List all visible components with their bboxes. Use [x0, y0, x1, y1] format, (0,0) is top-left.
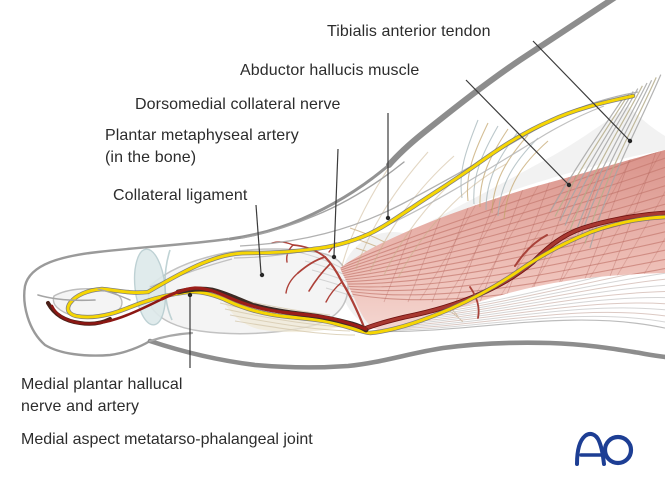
leader-tibialis	[532, 40, 630, 141]
label-dorsomedial-collateral-nerve: Dorsomedial collateral nerve	[135, 96, 341, 113]
toe-fold-2	[97, 288, 131, 301]
fiber-line	[497, 137, 539, 217]
red-curl	[50, 297, 164, 325]
fiber-line	[503, 140, 549, 220]
ao-logo	[575, 431, 634, 466]
shin-outline-thick	[386, 0, 617, 168]
leader-lines	[187, 40, 633, 368]
sole-outline-thick	[147, 338, 665, 370]
fiber-line	[340, 249, 665, 292]
fiber-line	[554, 93, 630, 217]
skin-outline	[23, 0, 665, 370]
leader-abductor	[465, 79, 569, 185]
medial-plantar-hallucal-artery	[160, 286, 369, 333]
label-abductor-hallucis-muscle: Abductor hallucis muscle	[240, 62, 420, 79]
figure-caption: Medial aspect metatarso-phalangeal joint	[21, 431, 313, 448]
leader-dot-dorsomedial	[385, 215, 391, 221]
fiber-line	[340, 240, 665, 288]
fiber-line	[574, 82, 648, 235]
fiber-line	[460, 119, 479, 199]
fiber-line	[355, 151, 429, 270]
fiber-line	[491, 134, 529, 214]
ao-logo-letter-a	[575, 431, 606, 466]
label-plantar-metaphyseal-artery: Plantar metaphyseal artery (in the bone)	[105, 127, 299, 166]
fiber-line	[466, 122, 489, 202]
fiber-line	[340, 231, 665, 285]
fiber-line	[340, 185, 665, 275]
fiber-line	[224, 308, 346, 328]
label-tibialis-anterior-tendon: Tibialis anterior tendon	[327, 23, 491, 40]
leader-dot-hallucal	[187, 292, 193, 298]
fiber-line	[579, 79, 653, 240]
toe-outline	[23, 237, 230, 357]
fiber-line	[549, 96, 625, 213]
fiber-line	[234, 320, 356, 336]
fiber-line	[564, 88, 639, 226]
nerve-yellow	[66, 94, 665, 335]
hallucal-artery	[160, 286, 368, 331]
fiber-line	[340, 176, 665, 273]
dorsum-outline	[228, 163, 391, 241]
metatarsal-shaft	[375, 106, 665, 250]
dorsum-inner-line	[241, 161, 405, 239]
toe-fold-1	[37, 294, 96, 302]
toe-tip-vessels	[46, 297, 164, 326]
leader-dot-metaphyseal	[331, 254, 337, 260]
leader-dot-tibialis	[627, 138, 633, 144]
leader-collateral	[255, 204, 262, 274]
fiber-line	[523, 151, 610, 301]
fiber-line	[569, 85, 643, 231]
fiber-line	[559, 91, 634, 222]
label-medial-plantar-hallucal: Medial plantar hallucal nerve and artery	[21, 376, 183, 415]
tibialis-anterior-tendon-fibers	[549, 74, 662, 249]
fiber-line	[377, 315, 665, 331]
fiber-line	[397, 163, 507, 279]
label-collateral-ligament: Collateral ligament	[113, 187, 248, 204]
leader-metaphyseal	[333, 148, 339, 256]
fiber-line	[340, 194, 665, 277]
ao-logo-letter-o	[602, 434, 634, 466]
fiber-line	[479, 128, 509, 208]
sole-crease-branch	[148, 331, 194, 343]
fiber-line	[377, 311, 665, 330]
artery-branch-down	[469, 286, 480, 319]
joint-capsule-line	[164, 249, 173, 321]
fiber-line	[340, 222, 665, 283]
leader-dot-collateral	[259, 272, 265, 278]
artery-branch-up	[514, 234, 548, 267]
leader-dot-abductor	[566, 182, 572, 188]
fiber-line	[229, 314, 351, 332]
fiber-line	[377, 307, 665, 328]
fiber-line	[377, 319, 665, 333]
medial-nerve-yellow	[65, 93, 665, 336]
fiber-line	[584, 77, 657, 244]
fiber-line	[340, 150, 665, 267]
fiber-line	[340, 166, 665, 271]
